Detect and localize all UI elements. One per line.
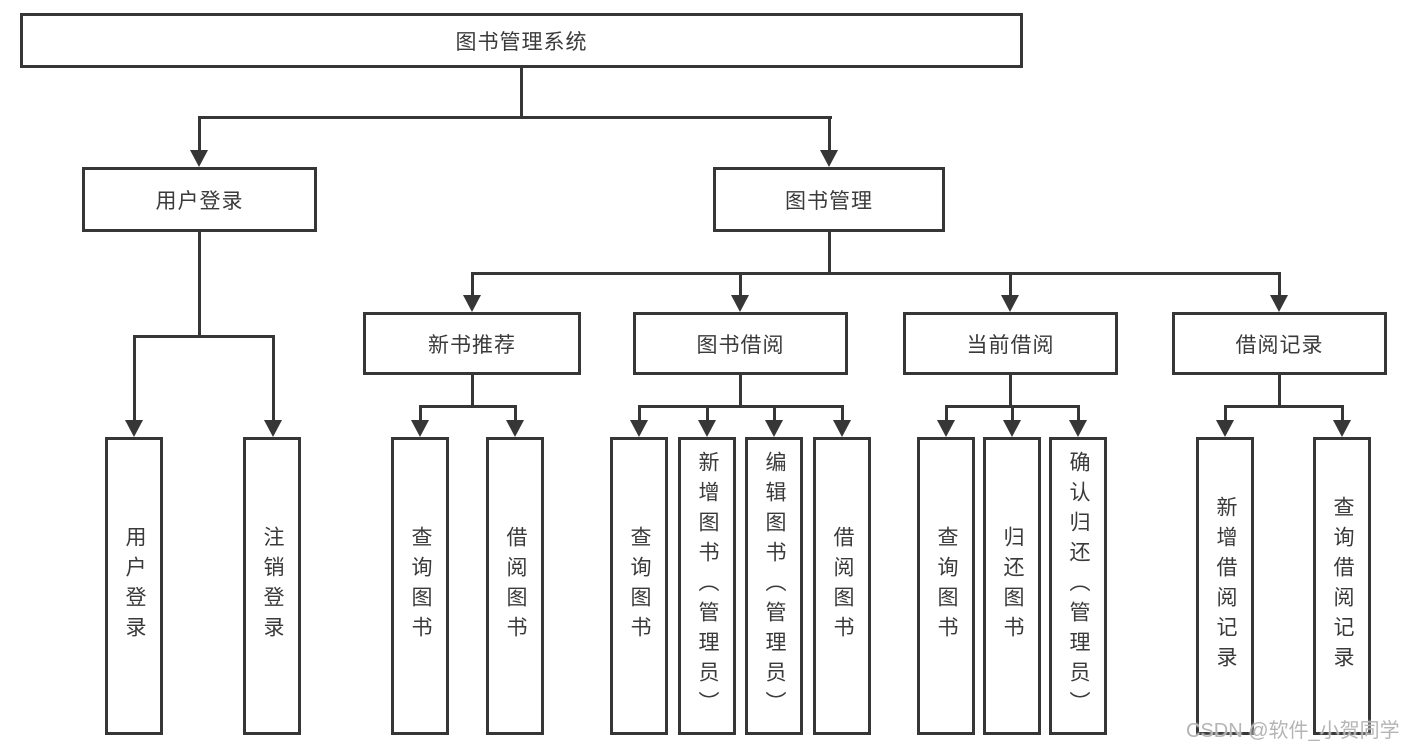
connector-line: [828, 116, 831, 152]
leaf-add-borrow-record: 新增借阅记录: [1196, 437, 1254, 735]
connector-line: [133, 335, 136, 422]
node-book-borrowing: 图书借阅: [633, 312, 848, 375]
leaf-return-books: 归还图书: [983, 437, 1041, 735]
connector-line: [1009, 272, 1012, 300]
node-label: 用户登录: [123, 526, 147, 646]
arrow-down-icon: [731, 295, 749, 312]
node-label: 借阅记录: [1235, 333, 1324, 357]
node-user-login: 用户登录: [82, 167, 317, 232]
connector-line: [739, 272, 742, 300]
leaf-user-login: 用户登录: [105, 437, 163, 735]
arrow-down-icon: [1003, 420, 1021, 437]
leaf-logout: 注销登录: [243, 437, 301, 735]
leaf-query-books-recommend: 查询图书: [391, 437, 449, 735]
arrow-down-icon: [463, 295, 481, 312]
node-label: 当前借阅: [966, 333, 1055, 357]
connector-line: [828, 232, 831, 275]
node-root-library-system: 图书管理系统: [20, 13, 1023, 68]
connector-line: [1011, 405, 1014, 423]
arrow-down-icon: [190, 150, 208, 167]
arrow-down-icon: [937, 420, 955, 437]
arrow-down-icon: [765, 420, 783, 437]
node-label: 编辑图书（管理员）: [763, 451, 787, 721]
connector-line: [419, 405, 422, 423]
leaf-borrow-books-recommend: 借阅图书: [486, 437, 544, 735]
arrow-down-icon: [506, 420, 524, 437]
leaf-add-books-admin: 新增图书（管理员）: [678, 437, 736, 735]
leaf-edit-books-admin: 编辑图书（管理员）: [745, 437, 803, 735]
node-label: 用户登录: [155, 189, 244, 213]
connector-line: [1224, 405, 1227, 423]
node-label: 查询图书: [628, 526, 652, 646]
arrow-down-icon: [820, 150, 838, 167]
arrow-down-icon: [698, 420, 716, 437]
connector-line: [1278, 272, 1281, 300]
connector-line: [419, 405, 517, 408]
node-label: 查询借阅记录: [1331, 496, 1355, 676]
arrow-down-icon: [1069, 420, 1087, 437]
arrow-down-icon: [125, 420, 143, 437]
connector-line: [1077, 405, 1080, 423]
connector-line: [1341, 405, 1344, 423]
connector-line: [133, 335, 275, 338]
connector-line: [198, 116, 201, 152]
leaf-borrow-books: 借阅图书: [813, 437, 871, 735]
arrow-down-icon: [1333, 420, 1351, 437]
connector-line: [739, 375, 742, 408]
connector-line: [706, 405, 709, 423]
connector-line: [1224, 405, 1344, 408]
arrow-down-icon: [1001, 295, 1019, 312]
node-label: 图书借阅: [696, 333, 785, 357]
node-label: 查询图书: [935, 526, 959, 646]
connector-line: [471, 375, 474, 408]
node-label: 新增图书（管理员）: [696, 451, 720, 721]
arrow-down-icon: [411, 420, 429, 437]
connector-line: [514, 405, 517, 423]
connector-line: [945, 405, 948, 423]
connector-line: [471, 272, 474, 300]
connector-line: [1009, 375, 1012, 408]
node-label: 确认归还（管理员）: [1067, 451, 1091, 721]
arrow-down-icon: [1216, 420, 1234, 437]
connector-line: [638, 405, 641, 423]
connector-line: [841, 405, 844, 423]
connector-line: [520, 68, 523, 118]
node-current-borrowing: 当前借阅: [903, 312, 1118, 375]
node-new-book-recommend: 新书推荐: [363, 312, 581, 375]
node-borrowing-records: 借阅记录: [1172, 312, 1387, 375]
connector-line: [471, 272, 1281, 275]
arrow-down-icon: [630, 420, 648, 437]
arrow-down-icon: [264, 420, 282, 437]
node-label: 借阅图书: [504, 526, 528, 646]
node-label: 新书推荐: [428, 333, 516, 357]
connector-line: [198, 232, 201, 338]
connector-line: [638, 405, 844, 408]
node-label: 图书管理系统: [455, 30, 588, 54]
leaf-query-borrow-record: 查询借阅记录: [1313, 437, 1371, 735]
leaf-query-books-current: 查询图书: [917, 437, 975, 735]
node-label: 注销登录: [261, 526, 285, 646]
node-label: 查询图书: [409, 526, 433, 646]
node-book-management: 图书管理: [713, 167, 945, 232]
node-label: 新增借阅记录: [1214, 496, 1238, 676]
connector-line: [1278, 375, 1281, 408]
node-label: 借阅图书: [831, 526, 855, 646]
csdn-watermark: CSDN @软件_小贺同学: [1186, 720, 1400, 742]
leaf-query-books-borrowing: 查询图书: [610, 437, 668, 735]
node-label: 图书管理: [785, 189, 873, 213]
arrow-down-icon: [1270, 295, 1288, 312]
node-label: 归还图书: [1001, 526, 1025, 646]
connector-line: [272, 335, 275, 422]
leaf-confirm-return-admin: 确认归还（管理员）: [1049, 437, 1107, 735]
arrow-down-icon: [833, 420, 851, 437]
connector-line: [773, 405, 776, 423]
connector-line: [198, 116, 832, 119]
